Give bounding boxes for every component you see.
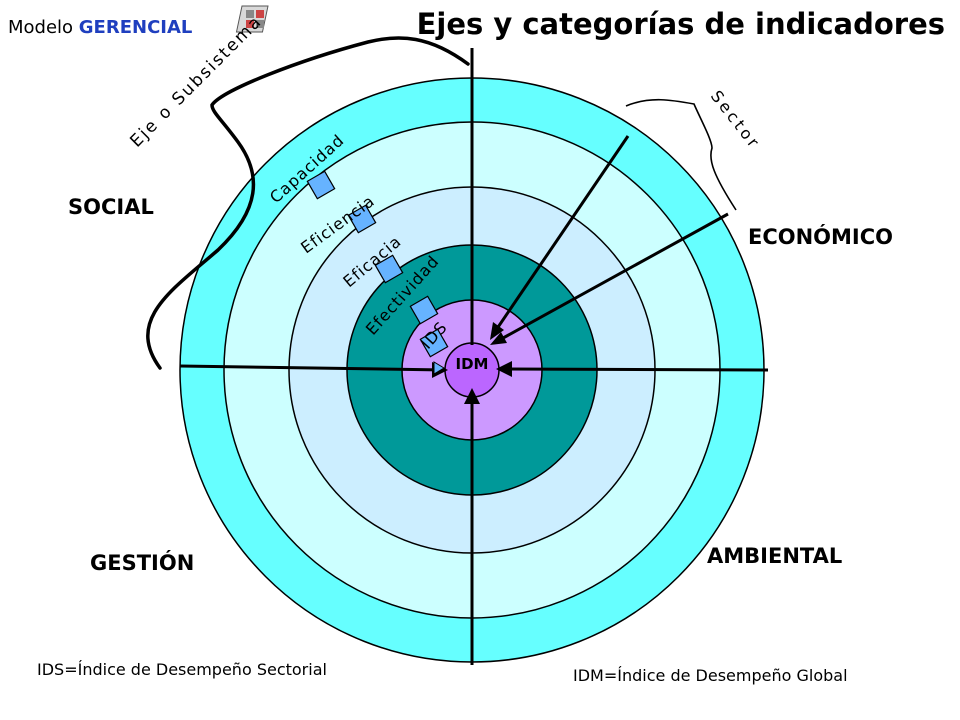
- marker-capacidad: [306, 170, 336, 200]
- model-label: Modelo GERENCIAL: [8, 17, 192, 38]
- horizontal-axis-right: [499, 367, 769, 372]
- sector-arrow-1: [490, 135, 630, 337]
- axis-label-gestion: GESTIÓN: [90, 550, 194, 575]
- eje-subsistema-brace: [146, 36, 470, 370]
- annotation-sector: Sector: [707, 87, 765, 153]
- axis-label-ambiental: AMBIENTAL: [707, 544, 842, 568]
- page-title: Ejes y categorías de indicadores: [417, 7, 945, 41]
- marker-eficacia: [374, 254, 404, 284]
- marker-ids-pointer: [433, 361, 445, 375]
- marker-ids: [419, 328, 449, 358]
- marker-eficiencia: [347, 204, 377, 234]
- model-name: GERENCIAL: [79, 17, 193, 38]
- sector-brace: [625, 98, 737, 211]
- axis-label-economico: ECONÓMICO: [748, 224, 893, 249]
- legend-idm: IDM=Índice de Desempeño Global: [573, 666, 848, 685]
- horizontal-axis-left: [179, 364, 446, 372]
- ring-label-idm: IDM: [456, 355, 489, 373]
- arrowhead-right: [496, 361, 512, 377]
- axis-label-social: SOCIAL: [68, 195, 154, 219]
- sector-arrowhead-2: [490, 332, 507, 345]
- legend-ids: IDS=Índice de Desempeño Sectorial: [37, 660, 327, 679]
- model-prefix: Modelo: [8, 17, 79, 38]
- sector-arrowhead-1: [490, 322, 504, 340]
- sector-arrow-2: [493, 212, 729, 345]
- arrowhead-bottom: [464, 388, 480, 404]
- gerencial-logo-icon: [235, 5, 269, 33]
- marker-efectividad: [409, 295, 439, 325]
